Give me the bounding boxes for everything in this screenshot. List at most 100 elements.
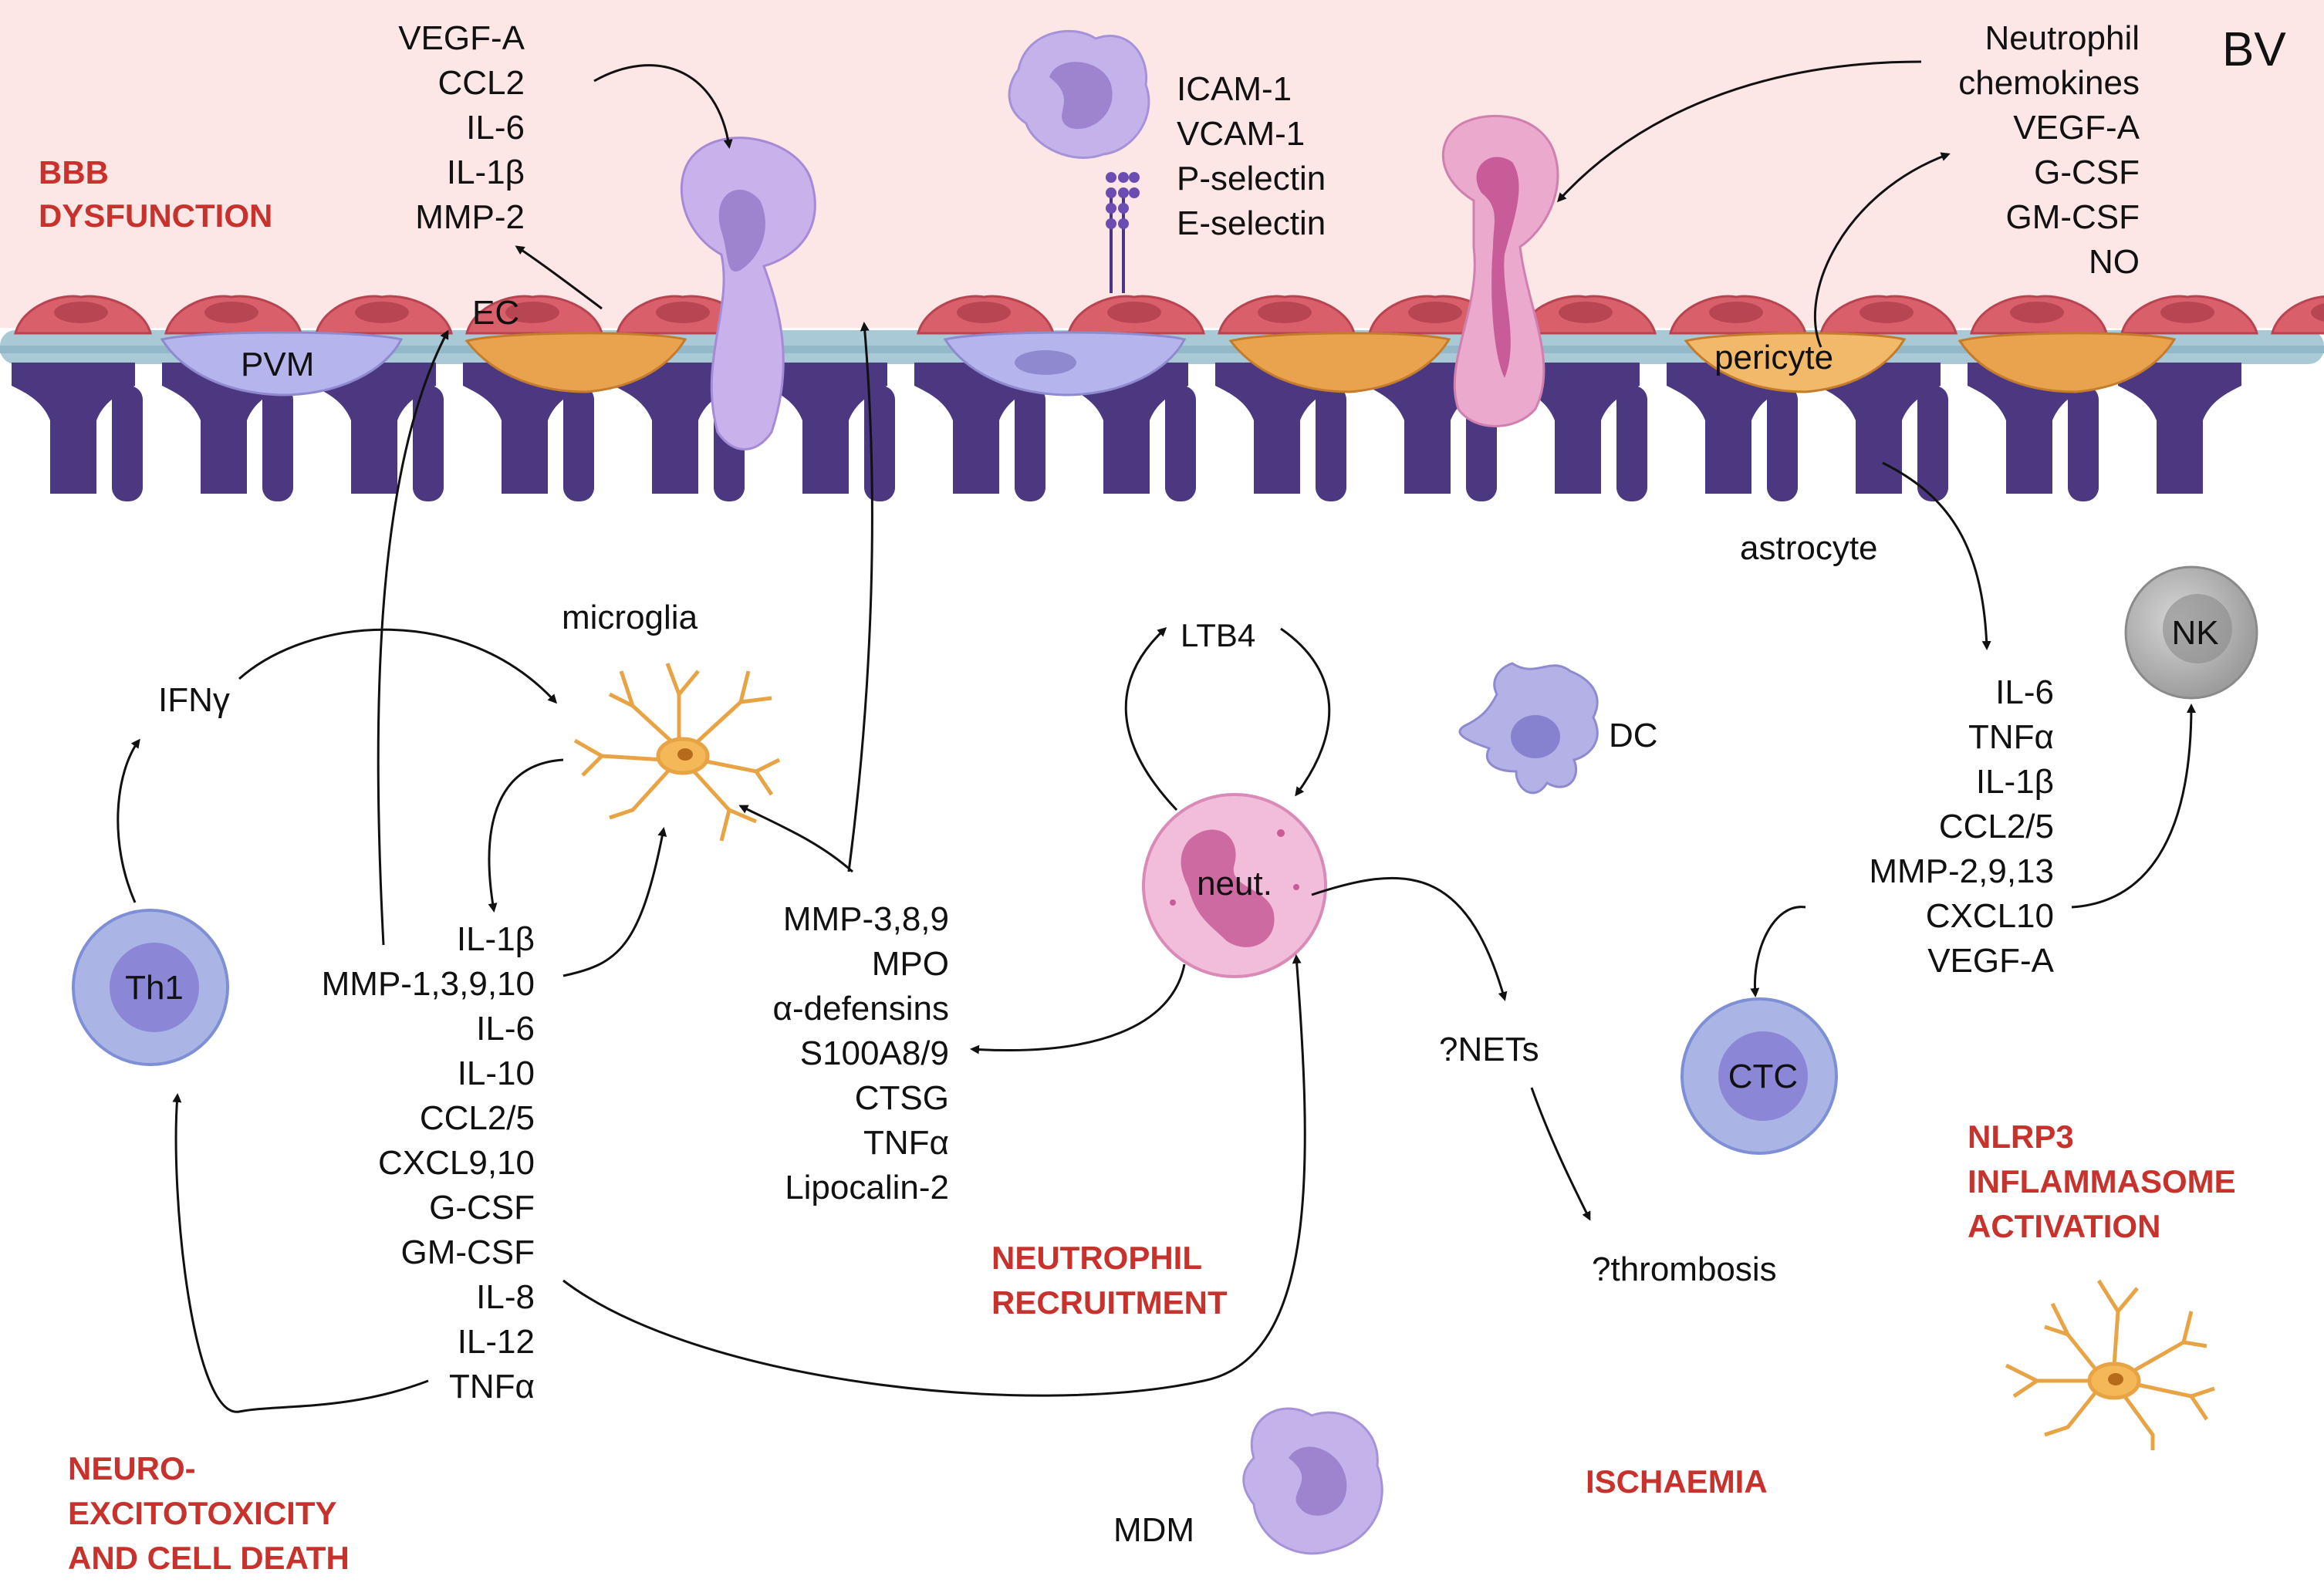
pvm-nucleus bbox=[1015, 350, 1076, 375]
arrow-factors-to-nk bbox=[2071, 704, 2196, 909]
astrocyte-endfoot bbox=[162, 363, 285, 494]
neut-line: α-defensins bbox=[773, 990, 949, 1028]
astro-line: IL-1β bbox=[1976, 763, 2054, 801]
adhering-macrophage bbox=[1008, 29, 1150, 293]
isch-line: ISCHAEMIA bbox=[1586, 1463, 1768, 1500]
bbb-line: VEGF-A bbox=[398, 19, 525, 57]
nr-line: NEUTROPHIL bbox=[991, 1240, 1202, 1276]
nlrp3-line: NLRP3 bbox=[1968, 1119, 2074, 1155]
adhesion-line: P-selectin bbox=[1177, 160, 1326, 197]
arrow-factors-to-th1 bbox=[172, 1093, 429, 1413]
arrow-neutrophil-to-factors bbox=[970, 963, 1186, 1055]
astrocyte-endfoot bbox=[1667, 363, 1790, 494]
astrocyte-process bbox=[1917, 386, 1948, 501]
arrow-pericyte-to-chemokines bbox=[1814, 152, 1951, 348]
astrocyte-endfoot bbox=[764, 363, 887, 494]
mdm-cell bbox=[1242, 1407, 1383, 1555]
dc-label: DC bbox=[1609, 717, 1658, 754]
arrows bbox=[117, 60, 2196, 1413]
astrocyte-process bbox=[262, 386, 293, 501]
pericyte-label: pericyte bbox=[1714, 339, 1833, 376]
th1-label: Th1 bbox=[125, 969, 184, 1007]
heading-neutrophil-recruitment: NEUTROPHIL RECRUITMENT bbox=[991, 1240, 1228, 1321]
astrocyte-label: astrocyte bbox=[1740, 529, 1878, 567]
pericyte-cell bbox=[1684, 332, 1907, 393]
pericyte-cell bbox=[1228, 332, 1451, 393]
endothelial-nucleus bbox=[1709, 302, 1763, 323]
arrow-neut-factors-to-microglia bbox=[738, 805, 853, 873]
arrow-factors-to-neutrophil bbox=[562, 954, 1306, 1397]
astrocyte-endfoot bbox=[914, 363, 1038, 494]
neut-line: CTSG bbox=[855, 1079, 949, 1117]
endothelial-nucleus bbox=[355, 302, 409, 323]
ctc-label: CTC bbox=[1728, 1058, 1798, 1095]
astrocyte-process bbox=[1015, 386, 1045, 501]
arrow-astrocyte-to-factors bbox=[1882, 461, 1991, 650]
microglia-cell bbox=[573, 663, 781, 842]
pericyte-cell bbox=[1957, 332, 2177, 393]
neut-line: MMP-3,8,9 bbox=[783, 900, 949, 938]
mdm-label: MDM bbox=[1113, 1511, 1194, 1549]
bbb-line: BBB bbox=[39, 154, 109, 191]
arrow-neutrophil-to-nets bbox=[1311, 876, 1508, 1001]
microglia-factor-list: IL-1βMMP-1,3,9,10IL-6IL-10CCL2/5CXCL9,10… bbox=[322, 920, 535, 1405]
astrocyte-endfoot bbox=[1065, 363, 1188, 494]
astrocyte-endfoot bbox=[1516, 363, 1640, 494]
endothelial-nucleus bbox=[1860, 302, 1914, 323]
pvm-cell bbox=[160, 331, 404, 396]
micro-line: MMP-1,3,9,10 bbox=[322, 965, 535, 1003]
nk-cell: NK bbox=[2124, 565, 2258, 700]
astrocyte-endfoot bbox=[312, 363, 436, 494]
chemokines-line: chemokines bbox=[1958, 64, 2140, 102]
neutrophil-cell: neut. bbox=[1142, 793, 1327, 978]
astro-line: MMP-2,9,13 bbox=[1869, 852, 2054, 890]
endothelial-nucleus bbox=[2160, 302, 2214, 323]
astrocyte-endfoot bbox=[12, 363, 135, 494]
astro-line: VEGF-A bbox=[1927, 942, 2054, 980]
micro-line: CCL2/5 bbox=[420, 1099, 535, 1137]
neut-line: S100A8/9 bbox=[800, 1034, 949, 1072]
bbb-line: MMP-2 bbox=[415, 198, 525, 236]
micro-line: IL-6 bbox=[476, 1010, 535, 1048]
nlrp3-line: ACTIVATION bbox=[1968, 1208, 2160, 1244]
arrow-ec-to-bbb-factors bbox=[515, 245, 603, 310]
bv-label: BV bbox=[2222, 23, 2286, 76]
endothelial-nucleus bbox=[1107, 302, 1161, 323]
neut-line: Lipocalin-2 bbox=[785, 1169, 949, 1206]
heading-ischaemia: ISCHAEMIA bbox=[1586, 1463, 1768, 1500]
neuro-line: NEURO- bbox=[68, 1450, 196, 1486]
chemokines-line: VEGF-A bbox=[2013, 109, 2140, 147]
arrow-th1-to-ifng bbox=[117, 738, 140, 903]
neut-label: neut. bbox=[1197, 865, 1272, 903]
endothelial-nucleus bbox=[54, 302, 108, 323]
endothelial-nucleus bbox=[505, 302, 559, 323]
astrocyte-factor-list: IL-6TNFαIL-1βCCL2/5MMP-2,9,13CXCL10VEGF-… bbox=[1869, 673, 2054, 980]
bbb-line: CCL2 bbox=[438, 64, 525, 102]
astrocyte-process bbox=[1767, 386, 1798, 501]
astrocyte-endfoot bbox=[1968, 363, 2091, 494]
arrow-factors-to-ctc bbox=[1750, 906, 1806, 997]
astrocyte-process bbox=[413, 386, 444, 501]
neuro-line: EXCITOTOXICITY bbox=[68, 1495, 337, 1531]
astro-line: TNFα bbox=[1968, 718, 2054, 756]
ctc-cell: CTC bbox=[1681, 997, 1838, 1155]
endothelial-nucleus bbox=[656, 302, 710, 323]
pericyte-cells bbox=[464, 332, 2177, 393]
adhesion-line: E-selectin bbox=[1177, 204, 1326, 242]
arrow-bbb-to-monocyte bbox=[593, 64, 733, 149]
arrow-nets-to-thrombosis bbox=[1530, 1087, 1591, 1221]
endothelial-nucleus bbox=[204, 302, 258, 323]
micro-line: IL-10 bbox=[458, 1055, 535, 1092]
endothelial-nucleus bbox=[2010, 302, 2064, 323]
th1-cell: Th1 bbox=[72, 909, 229, 1066]
endothelial-nucleus bbox=[957, 302, 1011, 323]
astrocyte-endfeet bbox=[12, 363, 2241, 501]
nr-line: RECRUITMENT bbox=[991, 1284, 1228, 1321]
astrocyte-endfoot bbox=[1817, 363, 1941, 494]
pvm-label: PVM bbox=[241, 346, 314, 383]
